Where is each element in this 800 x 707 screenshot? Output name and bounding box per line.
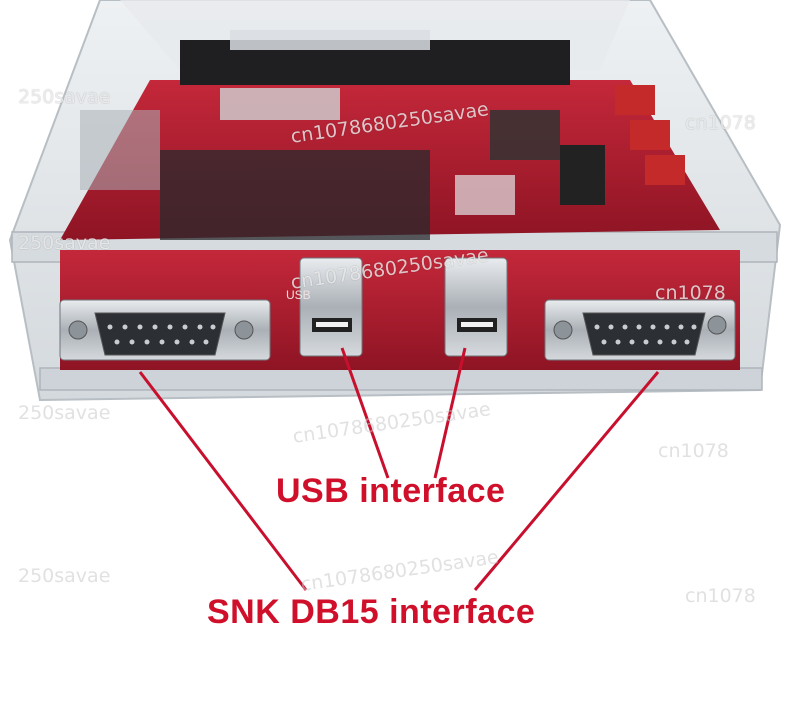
- callout-lines: [138, 347, 660, 591]
- db15-interface-label: SNK DB15 interface: [207, 593, 536, 631]
- db15-callout-line-left: [138, 371, 308, 591]
- usb-callout-line-right: [433, 347, 467, 479]
- usb-interface-label: USB interface: [276, 472, 506, 510]
- db15-callout-line-right: [473, 371, 660, 591]
- db15-connector-left: [59, 299, 271, 361]
- board-usb-silkscreen: USB: [286, 288, 311, 302]
- usb-port-left: [299, 257, 363, 357]
- usb-callout-line-left: [340, 347, 390, 479]
- usb-port-right: [444, 257, 508, 357]
- db15-connector-right: [544, 299, 736, 361]
